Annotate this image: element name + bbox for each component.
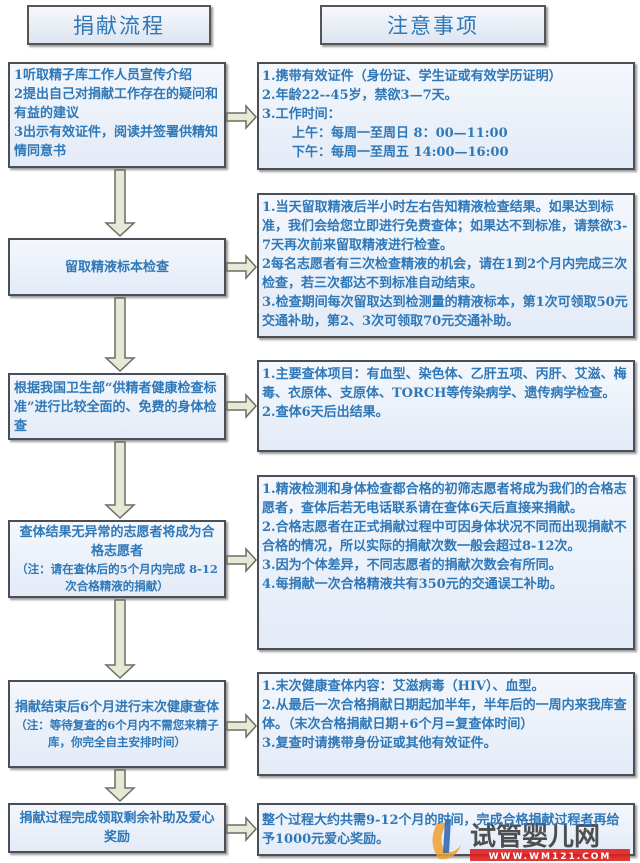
note-line: 2.查体6天后出结果。 [262,405,389,420]
note-line: 1.当天留取精液后半小时左右告知精液检查结果。如果达到标准，我们会给您立即进行免… [262,200,628,253]
arrow-down [104,441,136,520]
step-2-box: 留取精液标本检查 [8,238,226,296]
step-1-line: 2提出自己对捐献工作存在的疑问和有益的建议 [14,87,219,121]
schedule-afternoon: 下午：每周一至周五 14:00—16:00 [292,145,509,160]
svg-text:试管婴儿网: 试管婴儿网 [470,822,600,852]
note-line: 3.复查时请携带身份证或其他有效证件。 [262,736,497,751]
arrow-right [226,393,258,419]
arrow-right [226,713,258,739]
schedule-morning: 上午：每周一至周日 8：00—11:00 [292,126,508,141]
note-line: 3.工作时间： [262,107,341,122]
note-line: 4.每捐献一次合格精液共有350元的交通误工补助。 [262,577,563,592]
arrow-down [104,769,136,803]
note-4-box: 1.精液检测和身体检查都合格的初筛志愿者将成为我们的合格志愿者，查体后若无电话联… [257,475,635,650]
note-line: 3.检查期间每次留取达到检测量的精液标本，第1次可领取50元交通补助，第2、3次… [262,295,628,329]
arrow-down [104,599,136,680]
step-1-line: 3出示有效证件，阅读并签署供精知情同意书 [14,125,219,159]
arrow-down [104,297,136,373]
arrow-down [104,169,136,238]
note-line: 1.精液检测和身体检查都合格的初筛志愿者将成为我们的合格志愿者，查体后若无电话联… [262,482,627,516]
note-line: 2每名志愿者有三次检查精液的机会，请在1到2个月内完成三次检查，若三次都达不到标… [262,257,628,291]
step-6-box: 捐献过程完成领取剩余补助及爱心奖励 [8,803,226,853]
arrow-right [226,254,258,280]
watermark-logo: 试管婴儿网 WWW.WM121.COM [432,819,630,862]
note-line: 2.从最后一次合格捐献日期起加半年，半年后的一周内来我库查体。（末次合格捐献日期… [262,698,627,732]
step-1-line: 1听取精子库工作人员宣传介绍 [14,68,193,83]
step-4-note: （注：请在查体后的5个月内完成 8-12次合格精液的捐献） [16,562,218,593]
note-5-box: 1.末次健康查体内容：艾滋病毒（HIV）、血型。 2.从最后一次合格捐献日期起加… [257,672,635,776]
step-6-title: 捐献过程完成领取剩余补助及爱心奖励 [19,811,215,845]
process-header: 捐献流程 [27,5,211,45]
note-line: 2.合格志愿者在正式捐献过程中可因身体状况不同而出现捐献不合格的情况，所以实际的… [262,520,627,554]
step-4-box: 查体结果无异常的志愿者将成为合格志愿者 （注：请在查体后的5个月内完成 8-12… [8,520,226,598]
note-6-box: 试管婴儿网 WWW.WM121.COM 整个过程大约共需9-12个月的时间，完成… [257,803,635,862]
note-line: 3.因为个体差异，不同志愿者的捐献次数会有所同。 [262,558,562,573]
note-line: 2.年龄22--45岁，禁欲3—7天。 [262,88,458,103]
step-3-box: 根据我国卫生部“供精者健康检查标准”进行比较全面的、免费的身体检查 [8,373,226,440]
step-5-box: 捐献结束后6个月进行末次健康查体 （注：等待复查的6个月内不需您来精子库，你完全… [8,680,226,768]
note-3-box: 1.主要查体项目：有血型、染色体、乙肝五项、丙肝、艾滋、梅毒、衣原体、支原体、T… [257,360,635,452]
arrow-right [226,816,258,842]
step-4-title: 查体结果无异常的志愿者将成为合格志愿者 [19,525,215,559]
note-2-box: 1.当天留取精液后半小时左右告知精液检查结果。如果达到标准，我们会给您立即进行免… [257,193,635,338]
arrow-right [226,547,258,573]
step-1-box: 1听取精子库工作人员宣传介绍 2提出自己对捐献工作存在的疑问和有益的建议 3出示… [8,62,226,168]
notes-header: 注意事项 [320,5,546,45]
svg-text:WWW.WM121.COM: WWW.WM121.COM [489,852,612,862]
note-line: 1.末次健康查体内容：艾滋病毒（HIV）、血型。 [262,679,545,694]
note-line: 1.携带有效证件（身份证、学生证或有效学历证明） [262,69,562,84]
step-5-note: （注：等待复查的6个月内不需您来精子库，你完全自主安排时间） [15,717,219,749]
note-1-box: 1.携带有效证件（身份证、学生证或有效学历证明） 2.年龄22--45岁，禁欲3… [257,62,635,170]
arrow-right [226,104,258,130]
note-line: 1.主要查体项目：有血型、染色体、乙肝五项、丙肝、艾滋、梅毒、衣原体、支原体、T… [262,367,627,401]
step-2-title: 留取精液标本检查 [64,259,169,275]
note-line: 整个过程大约共需9-12个月的时间，完成合格捐献过程者再给予1000元爱心奖励。 [262,813,620,847]
step-3-title: 根据我国卫生部“供精者健康检查标准”进行比较全面的、免费的身体检查 [14,381,217,434]
step-5-title: 捐献结束后6个月进行末次健康查体 [14,699,220,715]
